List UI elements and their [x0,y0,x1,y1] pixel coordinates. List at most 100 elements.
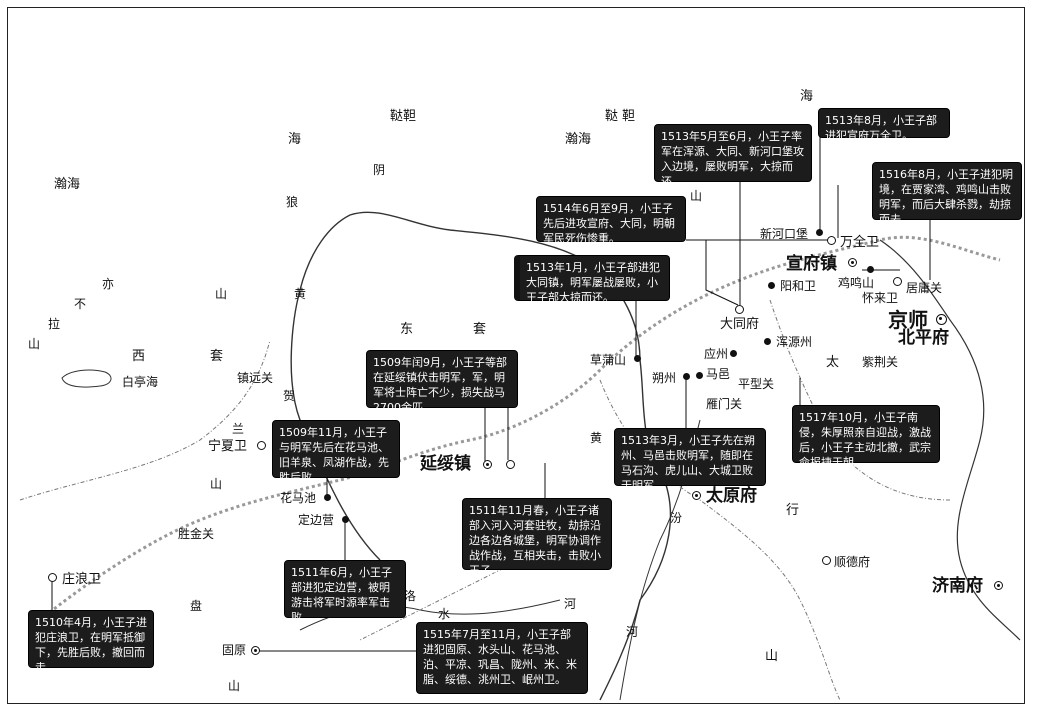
place-dingbianying: 定边营 [298,513,335,527]
jinanfu-marker [994,581,1003,590]
shundefu-marker [822,556,831,565]
region-hai-3: 海 [800,89,814,104]
region-he-west: 贺 [283,389,296,403]
place-yansuizhen: 延绥镇 [420,454,471,474]
region-la: 拉 [48,317,61,331]
xuanfuzhen-marker [848,258,857,267]
border-1 [19,339,271,501]
yellow-river [290,211,672,701]
place-beipingfu: 北平府 [898,328,949,348]
place-taiyuanfu: 太原府 [706,486,757,506]
region-xi: 西 [132,349,146,364]
place-ningxiawei: 宁夏卫 [208,439,248,454]
region-huang-s: 黄 [590,431,603,445]
event-1509-09: 1509年闰9月，小王子等部在延绥镇伏击明军，军，明军将士阵亡不少，损失战马27… [366,350,518,414]
place-jimingshan: 鸡鸣山 [838,276,875,290]
region-bu: 不 [74,297,87,311]
place-jingshi: 京师 [888,308,928,332]
region-tao-2: 套 [473,322,487,337]
place-yanmenguan: 雁门关 [706,397,743,411]
region-shan-s: 山 [765,649,779,664]
caopushan-marker [634,355,641,362]
jimingshan-marker [867,266,874,273]
huamachi-marker [324,494,331,501]
place-huailaiwei: 怀来卫 [862,291,899,305]
region-yi: 亦 [102,277,115,291]
place-caopushan: 草蒲山 [590,353,627,367]
region-fen-he: 河 [626,625,639,639]
place-baitinghai: 白亭海 [122,375,159,389]
region-shan-lan: 山 [210,477,223,491]
ningxiawei-marker [257,441,266,450]
place-guyuan: 固原 [222,643,247,657]
event-1511-06: 1511年6月，小王子部进犯定边营，被明游击将军时源率军击败。 [284,560,406,624]
region-shan-mid: 山 [690,189,703,203]
yansuizhen-marker [483,460,492,469]
region-he-river: 河 [564,597,577,611]
xinhekoubao-marker [816,229,823,236]
jingshi-marker [936,314,947,325]
wanquanwei-marker [827,236,836,245]
region-fen: 汾 [670,511,683,525]
place-shengjinguan: 胜金关 [178,527,215,541]
place-zhenyuanguan: 镇远关 [237,371,274,385]
region-yin: 阴 [373,163,386,177]
place-zhuanglangwei: 庄浪卫 [62,572,102,587]
place-xuanfuzhen: 宣府镇 [786,254,837,274]
region-shan-west: 山 [215,287,228,301]
event-1513-08: 1513年8月，小王子部进犯宣府万全卫。 [818,108,950,142]
region-shan-pan: 山 [228,679,241,693]
border-4 [359,519,601,641]
yingzhou-marker [730,350,737,357]
coastline [879,239,1021,641]
region-dong: 东 [400,322,414,337]
region-tao: 套 [210,349,224,364]
place-shuozhou: 朔州 [652,371,677,385]
yanghewei-marker [768,282,775,289]
map-frame [7,7,1025,704]
region-shan-left: 山 [28,337,41,351]
place-wanquanwei: 万全卫 [840,235,880,250]
event-1517-10: 1517年10月，小王子南侵，朱厚照亲自迎战，激战后，小王子主动北撤，武宗命报捷… [792,405,940,469]
event-1513-03: 1513年3月，小王子先在朔州、马邑击败明军，随即在马石沟、虎儿山、大城卫败于明… [614,428,766,492]
region-dada-2: 鞑靼 [605,109,640,124]
yansuizhen-marker-2 [506,460,515,469]
datongfu-marker [735,305,744,314]
region-dada-1: 鞑靼 [390,109,417,124]
place-zijingguan: 紫荆关 [862,355,899,369]
place-huamachi: 花马池 [280,491,317,505]
place-yanghewei: 阳和卫 [780,279,817,293]
region-tai: 太 [826,355,840,370]
event-1510-04: 1510年4月，小王子进犯庄浪卫，在明军抵御下，先胜后败，撤回而走。 [28,610,154,674]
leader-lines [51,132,931,652]
place-hunyuanzhou: 浑源州 [776,335,813,349]
region-shui: 水 [438,607,451,621]
shuozhou-marker [683,373,690,380]
region-pan: 盘 [190,599,203,613]
region-huang: 黄 [294,287,307,301]
hunyuanzhou-marker [764,338,771,345]
place-datongfu: 大同府 [720,317,760,332]
region-luo: 洛 [404,589,417,603]
region-lan: 兰 [232,422,245,436]
huailaiwei-marker [893,277,902,286]
mayi-marker [696,372,703,379]
place-mayi: 马邑 [706,367,731,381]
region-hai-1: 海 [288,132,302,147]
event-1513-05: 1513年5月至6月，小王子率军在浑源、大同、新河口堡攻入边境，屡败明军，大掠而… [654,124,812,188]
place-juyongguan: 居庸关 [906,281,943,295]
place-shundefu: 顺德府 [834,555,871,569]
taiyuanfu-marker [692,491,701,500]
region-hanhai-west: 瀚海 [54,177,81,192]
region-hang: 行 [786,503,800,518]
great-wall [39,235,1001,622]
event-1513-01: 1513年1月，小王子部进犯大同镇，明军屡战屡败，小王子部大掠而还。 [514,255,670,304]
event-1509-11: 1509年11月，小王子与明军先后在花马池、旧羊泉、凤湖作战，先胜后败 [272,420,400,484]
region-lang: 狼 [286,195,299,209]
baitinghai-lake [61,369,112,388]
event-1514-06: 1514年6月至9月，小王子先后进攻宣府、大同，明朝军民死伤惨重。 [536,196,686,245]
guyuan-marker [251,646,260,655]
zhuanglangwei-marker [48,573,57,582]
place-pingxingguan: 平型关 [738,377,775,391]
